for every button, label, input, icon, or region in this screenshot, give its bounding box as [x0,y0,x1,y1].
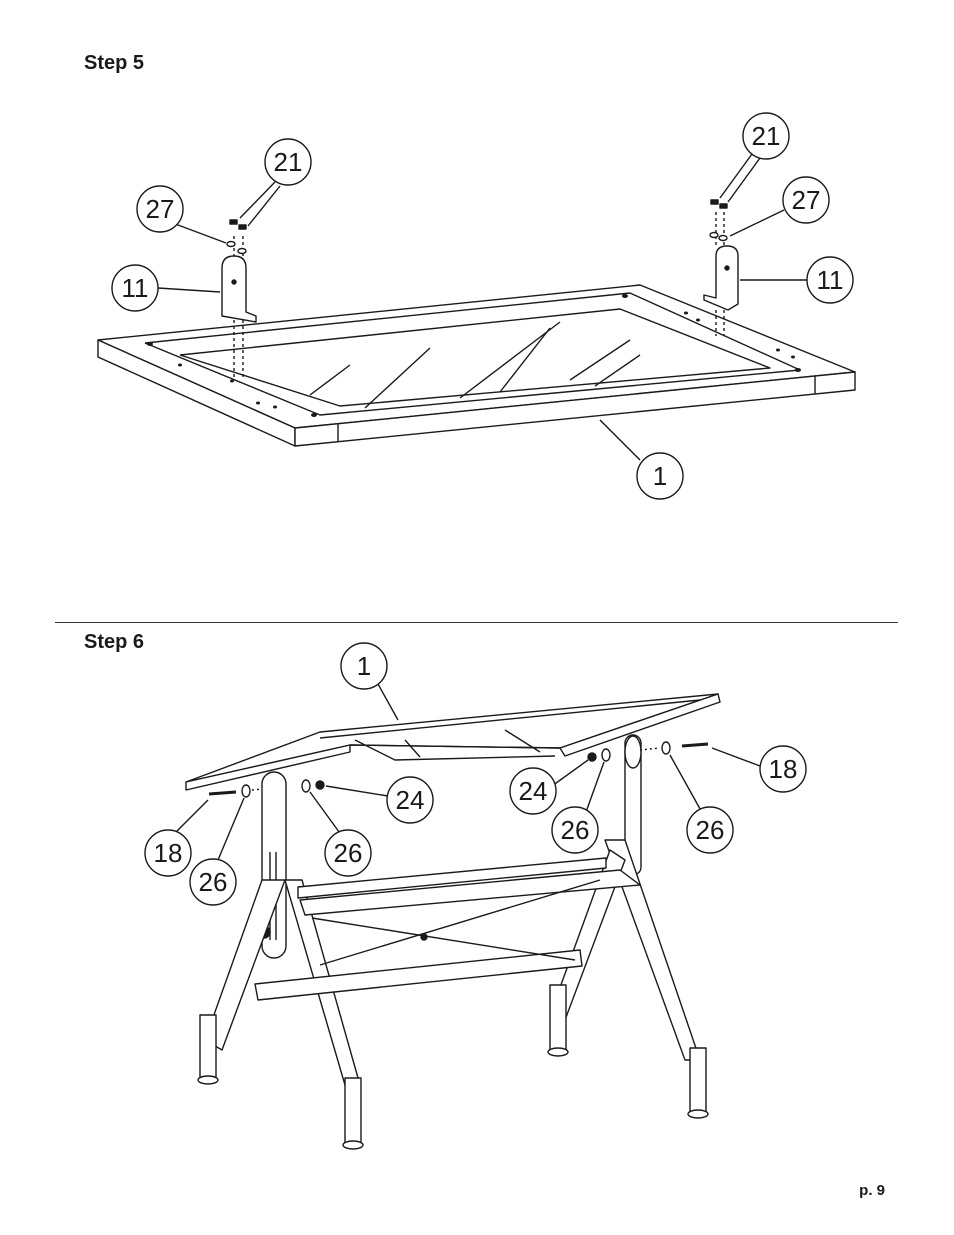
callout-27-right: 27 [782,176,830,224]
step5-leaders [157,153,808,461]
callout-26-left-inner: 26 [324,829,372,877]
svg-text:26: 26 [199,867,228,897]
table-top-frame [97,284,856,447]
svg-text:18: 18 [154,838,183,868]
tilted-table-top [185,693,721,791]
callout-26-right-inner: 26 [551,806,599,854]
svg-text:26: 26 [334,838,363,868]
callout-11-right: 11 [806,256,854,304]
base-frame [197,839,709,1150]
svg-text:21: 21 [274,147,303,177]
step-5-title: Step 5 [84,52,145,74]
svg-text:27: 27 [792,185,821,215]
callout-24-left: 24 [386,776,434,824]
callout-1-step6: 1 [340,642,388,690]
right-screws [709,199,728,242]
svg-text:1: 1 [357,651,371,681]
callout-26-left-outer: 26 [189,858,237,906]
step6-leaders [174,683,761,861]
svg-text:11: 11 [122,273,149,303]
callout-1-step5: 1 [636,452,684,500]
callout-18-left: 18 [144,829,192,877]
right-bracket [703,212,739,336]
step6-callouts: 1 18 24 26 18 24 26 26 26 [144,642,807,906]
svg-text:11: 11 [817,265,844,295]
callout-18-right: 18 [759,745,807,793]
svg-text:18: 18 [769,754,798,784]
step-5-diagram: 21 27 11 21 27 11 1 [97,112,856,500]
svg-text:24: 24 [396,785,425,815]
callout-21-left: 21 [264,138,312,186]
svg-text:1: 1 [653,461,667,491]
page-number: p. 9 [859,1182,885,1199]
svg-text:21: 21 [752,121,781,151]
left-bracket [221,236,257,380]
svg-text:26: 26 [696,815,725,845]
step-6-title: Step 6 [84,631,145,653]
callout-24-right: 24 [509,767,557,815]
right-hardware [587,741,709,762]
step5-callouts: 21 27 11 21 27 11 1 [111,112,854,500]
callout-21-right: 21 [742,112,790,160]
svg-text:27: 27 [146,194,175,224]
svg-text:26: 26 [561,815,590,845]
callout-27-left: 27 [136,185,184,233]
left-screws [226,219,247,255]
callout-11-left: 11 [111,264,159,312]
callout-26-right-outer: 26 [686,806,734,854]
step-divider [55,622,898,623]
svg-text:24: 24 [519,776,548,806]
left-hardware [208,779,325,798]
